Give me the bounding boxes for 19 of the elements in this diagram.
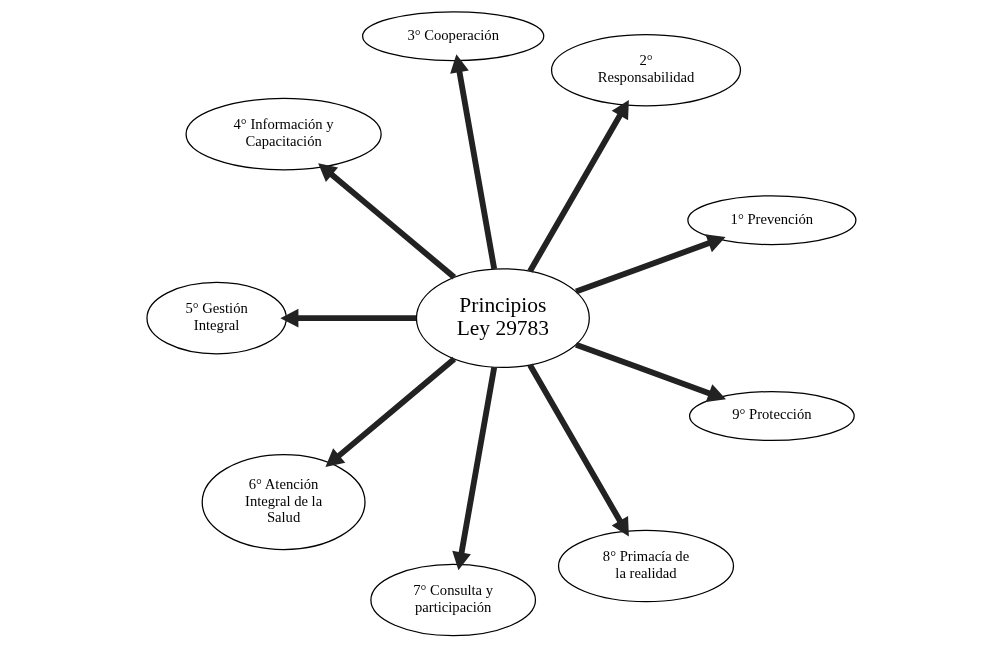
arrow — [575, 234, 726, 295]
arrow — [280, 308, 417, 328]
node-ellipse: 2° Responsabilidad — [550, 33, 742, 107]
node-ellipse: 9° Protección — [688, 391, 855, 442]
arrow — [575, 342, 726, 403]
node-ellipse: 7° Consulta y participación — [370, 563, 537, 637]
node-ellipse: 4° Información y Capacitación — [185, 97, 382, 171]
node-ellipse: 8° Primacía de la realidad — [557, 529, 735, 603]
node-ellipse: 5° Gestión Integral — [146, 281, 287, 355]
arrow — [527, 99, 629, 273]
node-ellipse: 1° Prevención — [687, 195, 857, 246]
arrow — [527, 363, 629, 537]
node-ellipse: 6° Atención Integral de la Salud — [201, 454, 366, 551]
arrow — [452, 366, 498, 571]
node-ellipse: 3° Cooperación — [362, 11, 545, 62]
arrow — [318, 163, 457, 280]
node-ellipse: Principios Ley 29783 — [415, 268, 590, 369]
arrow — [325, 356, 457, 468]
arrow — [450, 54, 498, 270]
